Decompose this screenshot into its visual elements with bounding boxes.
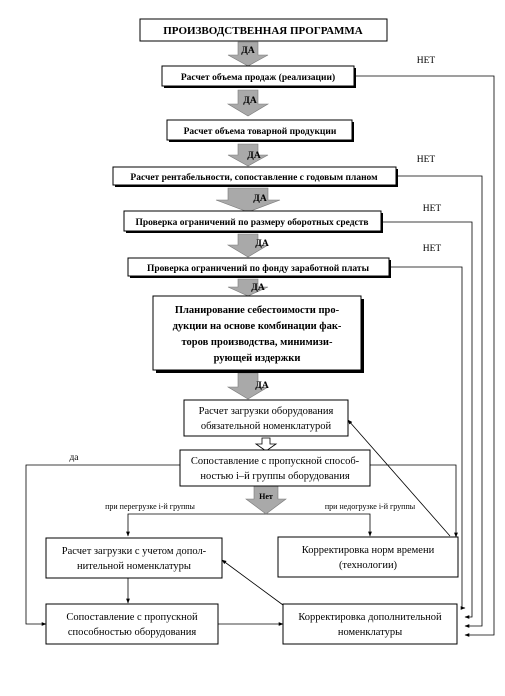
box-load-additional-line-1: Расчет загрузки с учетом допол-	[62, 546, 207, 557]
line-b9-yes-to-b12	[25, 464, 180, 626]
yes-lower-label: да	[69, 453, 79, 463]
no-small-label: Нет	[259, 492, 273, 501]
arrow-down-5	[226, 233, 270, 258]
box-cost-planning-line-3: торов производства, минимизи-	[182, 337, 333, 348]
overload-label: при перегрузке i-й группы	[105, 502, 195, 511]
yes-labels: ДА ДА ДА ДА ДА ДА ДА Нет	[241, 46, 273, 501]
down-arrows	[215, 41, 287, 515]
box-load-additional: Расчет загрузки с учетом допол- нительно…	[45, 537, 223, 579]
loop-line-b5	[381, 221, 473, 619]
arrow-down-4	[215, 187, 281, 213]
box-additional-nomenclature-correction-line-1: Корректировка дополнительной	[298, 612, 442, 623]
box-additional-nomenclature-correction: Корректировка дополнительной номенклатур…	[282, 603, 458, 645]
arrow-down-8	[245, 485, 287, 515]
box-working-capital-check-label: Проверка ограничений по размеру оборотны…	[135, 217, 368, 228]
box-commodity-output-label: Расчет объема товарной продукции	[184, 126, 337, 137]
loop-line-b4	[396, 175, 483, 628]
arrow-down-3	[227, 143, 269, 167]
no-labels: НЕТ НЕТ НЕТ НЕТ	[417, 56, 442, 254]
yes-label-4: ДА	[253, 194, 267, 204]
box-capacity-comparison-group-line-1: Сопоставление с пропускной способ-	[191, 456, 360, 467]
yes-label-7: ДА	[255, 381, 269, 391]
line-b11-to-b8	[347, 419, 451, 537]
box-payroll-check-label: Проверка ограничений по фонду заработной…	[147, 263, 370, 274]
arrow-down-hollow	[254, 437, 278, 452]
box-additional-nomenclature-correction-line-2: номенклатуры	[338, 627, 402, 638]
line-split-left	[126, 513, 266, 537]
line-b13-to-b10	[221, 559, 284, 606]
box-profitability-label: Расчет рентабельности, сопоставление с г…	[130, 172, 378, 183]
box-time-norm-correction: Корректировка норм времени (технологии)	[277, 536, 459, 578]
box-equipment-load-mandatory-line-2: обязательной номенклатурой	[201, 421, 332, 432]
box-capacity-comparison-line-2: способностью оборудования	[68, 627, 197, 638]
box-capacity-comparison-line-1: Сопоставление с пропускной	[66, 612, 198, 623]
no-label-3: НЕТ	[423, 204, 442, 214]
no-label-4: НЕТ	[423, 244, 442, 254]
arrow-down-6	[227, 278, 269, 297]
line-split-right	[266, 513, 372, 537]
no-label-1: НЕТ	[417, 56, 436, 66]
box-sales-volume-label: Расчет объема продаж (реализации)	[181, 72, 335, 83]
loop-line-b2	[354, 75, 495, 637]
box-time-norm-correction-line-1: Корректировка норм времени	[302, 545, 435, 556]
box-equipment-load-mandatory: Расчет загрузки оборудования обязательно…	[183, 399, 349, 437]
no-label-2: НЕТ	[417, 155, 436, 165]
box-capacity-comparison-group-line-2: ностью i–й группы оборудования	[200, 471, 349, 482]
yes-label-5: ДА	[255, 239, 269, 249]
underload-label: при недогрузке i-й группы	[325, 502, 416, 511]
box-profitability: Расчет рентабельности, сопоставление с г…	[112, 166, 398, 187]
arrow-down-7	[226, 372, 270, 400]
box-equipment-load-mandatory-line-1: Расчет загрузки оборудования	[199, 406, 334, 417]
box-commodity-output: Расчет объема товарной продукции	[166, 119, 354, 142]
box-cost-planning-line-2: дукции на основе комбинации фак-	[173, 321, 342, 332]
box-production-program: ПРОИЗВОДСТВЕННАЯ ПРОГРАММА	[139, 18, 388, 42]
arrow-down-1	[227, 41, 269, 67]
arrow-down-2	[226, 89, 270, 117]
box-cost-planning-line-4: рующей издержки	[214, 353, 301, 364]
box-load-additional-line-2: нительной номенклатуры	[77, 561, 191, 572]
yes-label-6: ДА	[251, 283, 265, 293]
box-cost-planning-line-1: Планирование себестоимости про-	[175, 305, 340, 316]
box-payroll-check: Проверка ограничений по фонду заработной…	[127, 257, 391, 278]
yes-label-2: ДА	[243, 96, 257, 106]
yes-label-3: ДА	[247, 151, 261, 161]
line-b9-to-b11	[370, 464, 458, 538]
yes-label-1: ДА	[241, 46, 255, 56]
box-working-capital-check: Проверка ограничений по размеру оборотны…	[123, 210, 383, 233]
box-capacity-comparison: Сопоставление с пропускной способностью …	[45, 603, 219, 645]
box-cost-planning: Планирование себестоимости про- дукции н…	[152, 295, 364, 373]
box-production-program-label: ПРОИЗВОДСТВЕННАЯ ПРОГРАММА	[163, 25, 363, 37]
feedback-lines	[25, 75, 495, 637]
loop-line-b6	[389, 266, 466, 610]
box-capacity-comparison-group: Сопоставление с пропускной способ- ность…	[179, 449, 371, 487]
box-time-norm-correction-line-2: (технологии)	[339, 560, 398, 571]
box-sales-volume: Расчет объема продаж (реализации)	[161, 65, 356, 88]
